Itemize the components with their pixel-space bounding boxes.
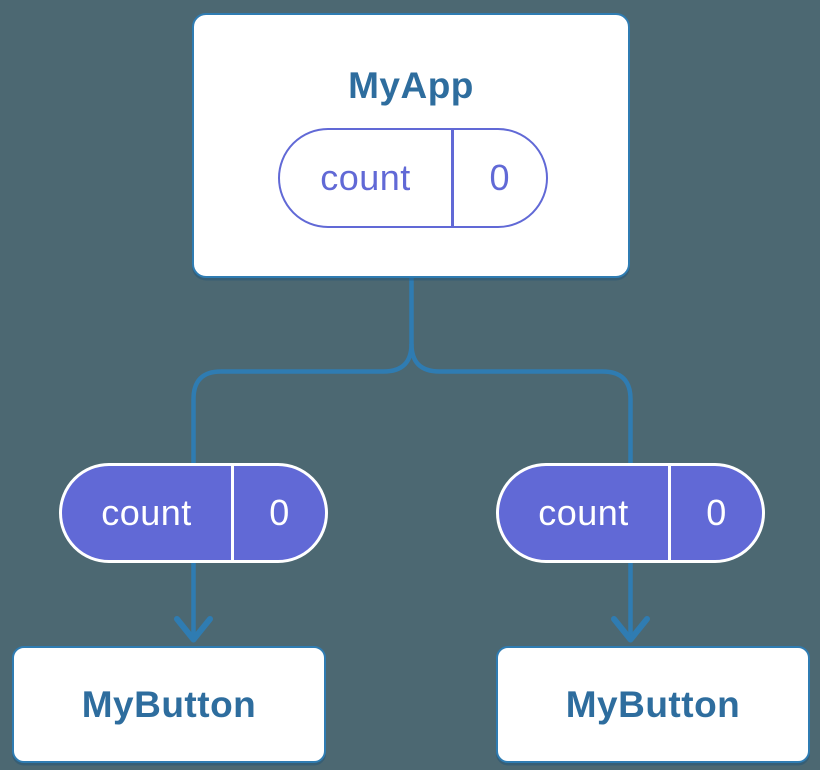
left-branch-line xyxy=(191,343,414,637)
prop-pill-right-divider xyxy=(668,466,671,560)
mybutton-title-right: MyButton xyxy=(565,683,741,725)
mybutton-card-right: MyButton xyxy=(496,646,810,763)
state-pill-label: count xyxy=(320,157,411,198)
prop-pill-left-label: count xyxy=(101,492,192,533)
state-pill-divider xyxy=(451,130,454,226)
arrow-down-right-icon xyxy=(611,616,650,643)
prop-pill-left-value: 0 xyxy=(269,492,290,533)
prop-pill-right-label: count xyxy=(538,492,629,533)
mybutton-card-left: MyButton xyxy=(12,646,326,763)
state-pill: count 0 xyxy=(278,128,548,228)
arrow-down-left-icon xyxy=(174,616,213,643)
prop-pill-left-divider xyxy=(231,466,234,560)
state-pill-value: 0 xyxy=(489,157,511,198)
mybutton-title-left: MyButton xyxy=(81,683,257,725)
right-branch-line xyxy=(409,343,633,637)
myapp-title: MyApp xyxy=(348,65,474,106)
prop-pill-right-value: 0 xyxy=(706,492,727,533)
myapp-card: MyApp count 0 xyxy=(192,13,630,278)
prop-pill-left: count 0 xyxy=(59,463,328,563)
prop-pill-right: count 0 xyxy=(496,463,765,563)
